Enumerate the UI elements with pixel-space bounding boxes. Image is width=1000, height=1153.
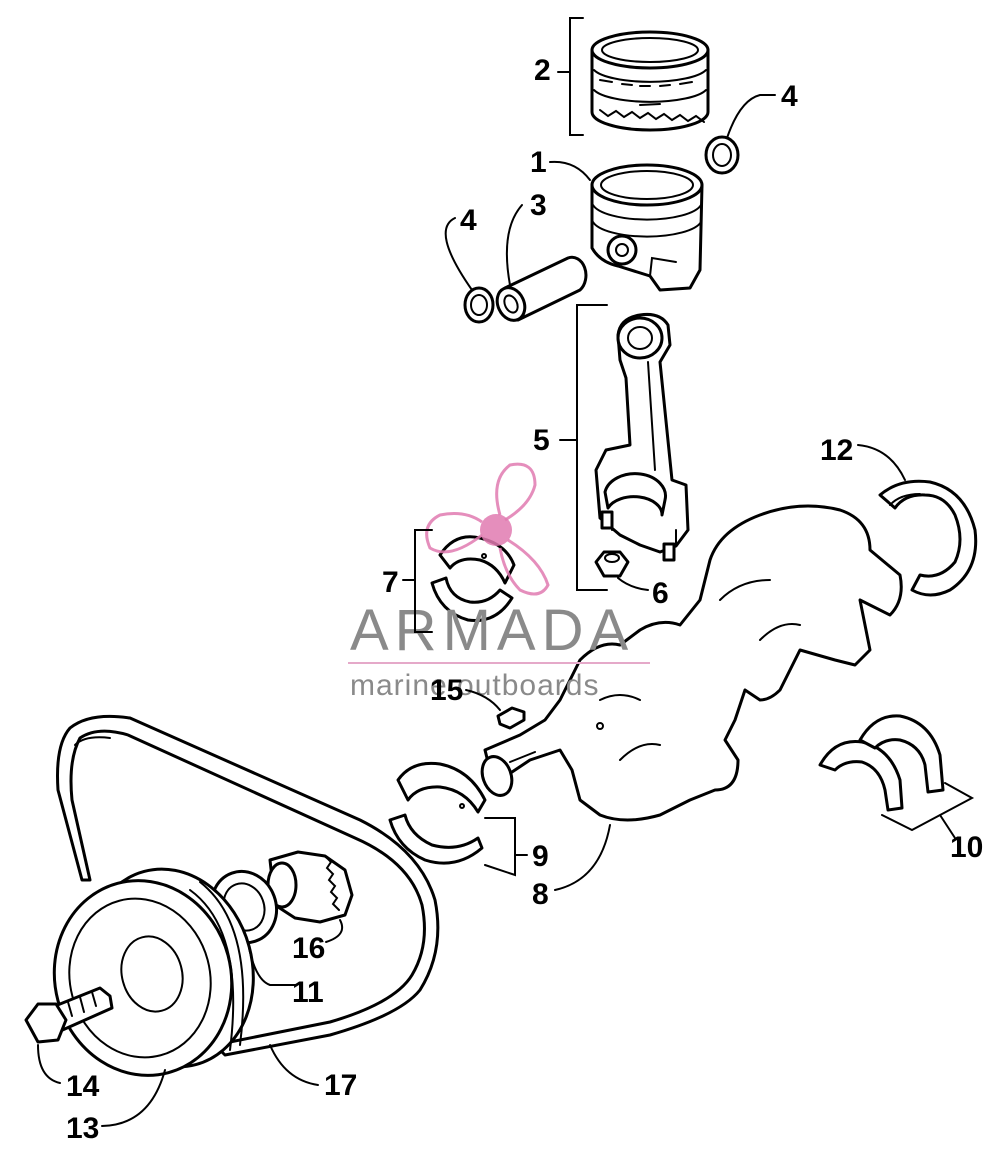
callout-13: 13 xyxy=(66,1112,99,1145)
thrust-bearings xyxy=(388,761,487,865)
serpentine-belt xyxy=(56,714,440,1057)
callout-14: 14 xyxy=(66,1070,100,1103)
callout-16: 16 xyxy=(292,932,325,965)
crank-seal xyxy=(878,479,978,597)
leader-lines xyxy=(37,17,975,1127)
callout-4-left: 4 xyxy=(460,204,477,237)
callout-5: 5 xyxy=(533,424,550,457)
pulley-bolt xyxy=(24,986,114,1044)
callout-9: 9 xyxy=(532,840,549,873)
callout-3: 3 xyxy=(530,189,547,222)
callout-11: 11 xyxy=(292,976,324,1009)
callout-4-right: 4 xyxy=(781,80,798,113)
callout-8: 8 xyxy=(532,878,549,911)
callout-7: 7 xyxy=(382,566,399,599)
callout-1: 1 xyxy=(530,146,547,179)
connecting-rod xyxy=(594,313,690,562)
circlip-right xyxy=(704,135,740,175)
callout-12: 12 xyxy=(820,434,853,467)
watermark-tagline: marine outboards xyxy=(350,669,599,702)
main-bearings xyxy=(818,714,945,812)
circlip-left xyxy=(463,286,495,324)
crankshaft xyxy=(480,504,903,822)
callout-2: 2 xyxy=(534,54,551,87)
callout-10: 10 xyxy=(950,831,983,864)
piston-rings xyxy=(590,30,710,132)
piston xyxy=(590,163,704,292)
callout-6: 6 xyxy=(652,577,669,610)
callouts: 2 4 1 3 4 5 12 7 6 15 9 10 8 16 11 14 17… xyxy=(66,54,983,1145)
watermark: ARMADA marine outboards xyxy=(348,462,650,702)
timing-sprocket xyxy=(266,850,354,924)
propeller-icon xyxy=(425,462,550,596)
piston-pin xyxy=(495,255,588,322)
woodruff-key xyxy=(496,706,526,730)
rod-nut xyxy=(594,550,630,578)
callout-17: 17 xyxy=(324,1069,357,1102)
callout-15: 15 xyxy=(430,674,463,707)
crank-pulley xyxy=(52,867,255,1077)
watermark-brand: ARMADA xyxy=(350,598,634,663)
